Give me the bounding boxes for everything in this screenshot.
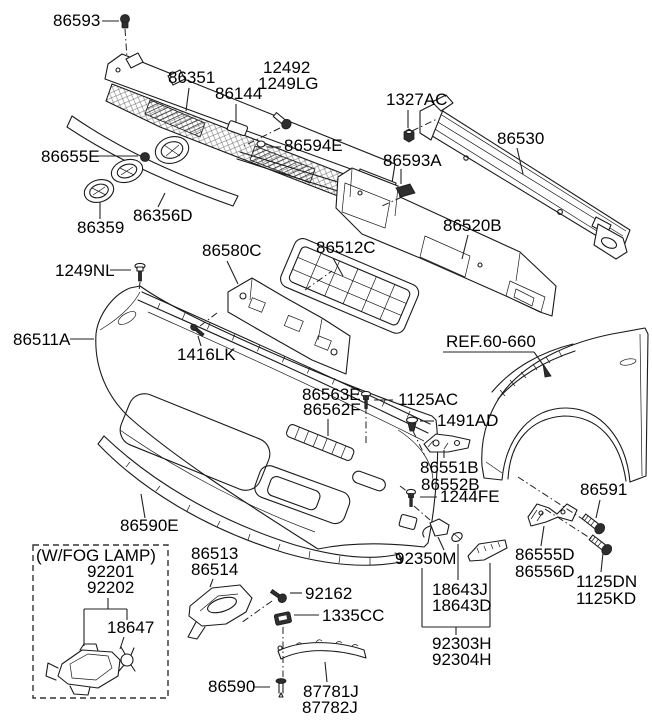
part-label-92350M: 92350M (395, 549, 456, 568)
screw-icon (190, 323, 205, 337)
grille-moulding-drawing (66, 115, 239, 207)
part-label-1249LG: 1249LG (258, 74, 319, 93)
part-label-86563E: 86563E (302, 385, 361, 404)
push-clip-icon (405, 416, 419, 432)
part-label-1327AC: 1327AC (386, 90, 447, 109)
part-label-1249NL: 1249NL (55, 261, 115, 280)
emblem-drawing (83, 158, 144, 203)
fender-drawing (481, 327, 649, 483)
upper-slat-strip-86563E (285, 424, 355, 462)
part-label-86562F: 86562F (303, 400, 361, 419)
part-label-18643J: 18643J (432, 580, 488, 599)
part-label-86590E: 86590E (120, 516, 179, 535)
part-label-86655E: 86655E (41, 147, 100, 166)
lower-molding-drawing (277, 639, 367, 660)
part-label-1335CC: 1335CC (322, 606, 384, 625)
fog-box-title: (W/FOG LAMP) (36, 546, 156, 565)
bolt-icon (272, 112, 292, 130)
bolt-icon (134, 262, 146, 282)
grommet-icon (140, 152, 150, 162)
leader-lines (70, 20, 604, 688)
part-label-86513: 86513 (191, 544, 238, 563)
fog-bulb-drawing (118, 646, 136, 672)
bulb-18643-drawing (451, 532, 463, 542)
part-label-18643D: 18643D (432, 596, 492, 615)
part-label-87782J: 87782J (302, 698, 358, 717)
clip-icon (273, 611, 292, 626)
grille-badge-86144 (226, 120, 249, 137)
part-label-1416LK: 1416LK (177, 345, 236, 364)
lower-grille-drawing (280, 238, 420, 334)
ref-arrowhead (542, 363, 552, 378)
part-label-1491AD: 1491AD (437, 411, 498, 430)
screw-icon (269, 589, 287, 604)
part-label-86591: 86591 (580, 480, 627, 499)
part-label-12492: 12492 (263, 58, 310, 77)
assembly-axis-lines (124, 28, 594, 677)
screw-icon (405, 488, 417, 507)
nut-icon (403, 128, 415, 143)
washer-icon (256, 140, 266, 148)
part-label-92201: 92201 (87, 562, 134, 581)
bumper-cover-drawing (95, 285, 439, 550)
bolt-icon (581, 513, 606, 535)
bumper-beam-drawing (419, 94, 631, 260)
part-label-86590: 86590 (208, 677, 255, 696)
energy-absorber-drawing (335, 167, 557, 317)
side-bracket-86555D-drawing (527, 503, 578, 527)
part-label-1125AC: 1125AC (398, 390, 458, 409)
part-label-86551B: 86551B (420, 458, 479, 477)
side-bracket-86551B-drawing (423, 433, 471, 453)
part-label-92304H: 92304H (432, 650, 492, 669)
part-label-86552B: 86552B (421, 475, 480, 494)
fog-lamp-cover-drawing (187, 584, 253, 640)
part-label-86593A: 86593A (383, 151, 442, 170)
part-label-86530: 86530 (497, 129, 544, 148)
part-label-1244FE: 1244FE (440, 487, 500, 506)
part-label-86514: 86514 (191, 560, 238, 579)
part-label-86593: 86593 (53, 11, 100, 30)
bulb-socket-92350M-drawing (422, 518, 463, 542)
part-label-86556D: 86556D (515, 562, 575, 581)
part-label-92202: 92202 (87, 578, 134, 597)
part-label-87781J: 87781J (303, 682, 359, 701)
part-label-86351: 86351 (168, 68, 215, 87)
part-label-92303H: 92303H (432, 634, 492, 653)
part-label-1125DN: 1125DN (576, 572, 637, 591)
part-label-86511A: 86511A (13, 330, 71, 349)
fog-lamp-drawing (45, 643, 121, 696)
screw-icon (120, 14, 130, 29)
part-label-86356D: 86356D (133, 206, 193, 225)
part-label-18647: 18647 (107, 618, 154, 637)
bumper-lip-strip-drawing (97, 435, 402, 566)
part-label-86580C: 86580C (202, 241, 262, 260)
part-label-86555D: 86555D (515, 545, 575, 564)
part-label-86512C: 86512C (316, 238, 376, 257)
reflector-drawing (467, 539, 508, 562)
ref-label: REF.60-660 (446, 332, 536, 351)
part-label-86520B: 86520B (443, 216, 502, 235)
clip-icon (395, 183, 416, 198)
fog-lamp-option-box (32, 544, 169, 699)
rivet-icon (275, 678, 287, 698)
part-label-1125KD: 1125KD (576, 589, 636, 608)
part-labels: 86593 86351 12492 1249LG 86144 1327AC 86… (13, 11, 637, 717)
part-label-86359: 86359 (77, 218, 124, 237)
part-label-86144: 86144 (215, 84, 262, 103)
screw-icon (360, 390, 372, 409)
center-support-bracket-drawing (227, 277, 351, 375)
bolt-icon (588, 534, 613, 556)
part-label-86594E: 86594E (284, 136, 343, 155)
part-label-92162: 92162 (305, 584, 352, 603)
